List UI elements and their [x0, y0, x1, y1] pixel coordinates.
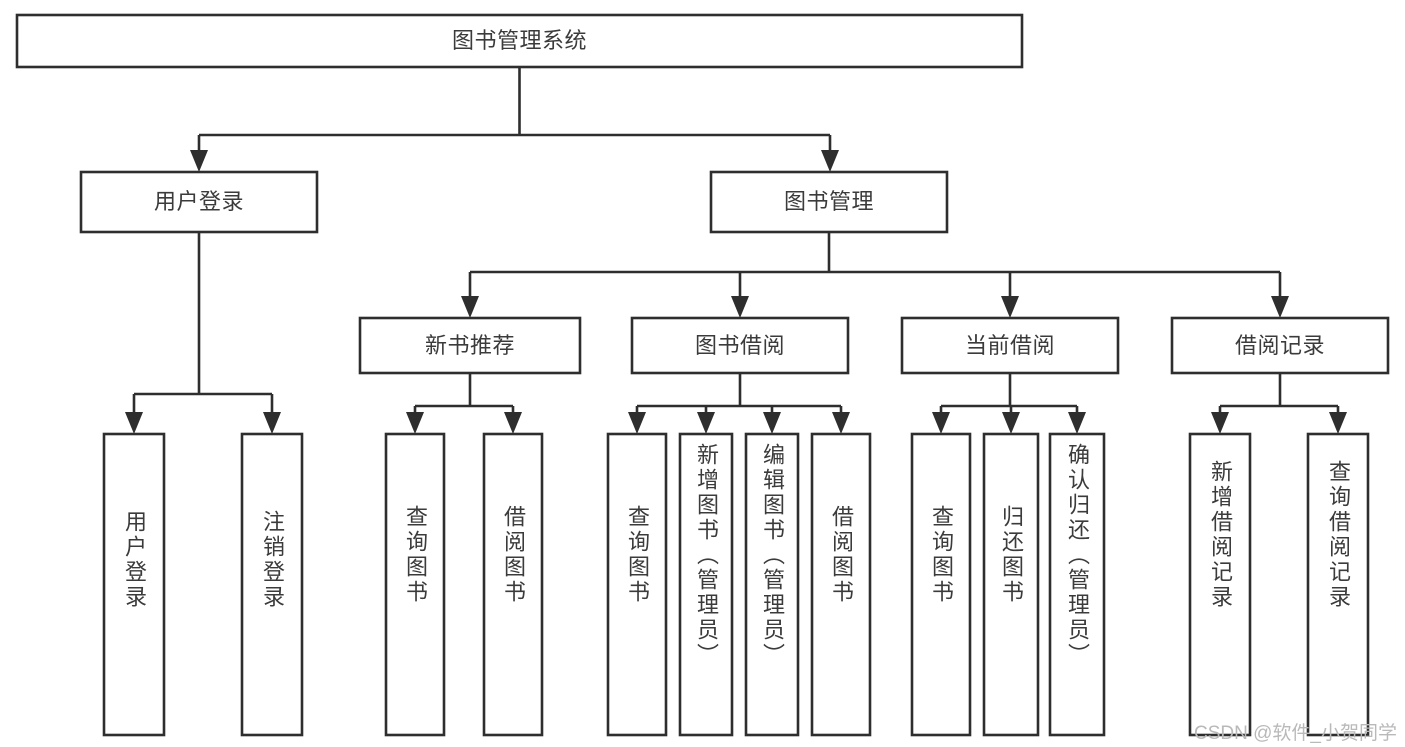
node-book-borrow-box[interactable] — [630, 316, 850, 375]
arrow-to-current-borrow — [1001, 296, 1019, 318]
node-user-login-label: 用户登录 — [154, 189, 244, 214]
connector-bookborrow-bus — [635, 373, 843, 420]
connector-userlogin-bus — [132, 232, 274, 420]
arrow-to-leaf-user-login — [125, 412, 143, 434]
node-book-borrow-label: 图书借阅 — [695, 333, 785, 358]
csdn-watermark: CSDN @软件_小贺同学 — [1194, 723, 1397, 744]
node-root-box[interactable] — [15, 13, 1024, 69]
leaf-borrow-book-1-box[interactable] — [482, 432, 544, 737]
arrow-to-new-book-rec — [461, 296, 479, 318]
node-borrow-record-label: 借阅记录 — [1235, 333, 1325, 358]
arrow-to-leaf-edit-book — [763, 412, 781, 434]
connector-borrowrecord-bus — [1218, 373, 1340, 420]
arrow-to-leaf-add-record — [1211, 412, 1229, 434]
leaf-add-record-box[interactable] — [1188, 432, 1252, 737]
leaf-edit-book-box[interactable] — [744, 432, 800, 737]
arrow-to-borrow-record — [1271, 296, 1289, 318]
leaf-add-book-box[interactable] — [678, 432, 734, 737]
leaf-user-login-box[interactable] — [102, 432, 166, 737]
node-book-manage-box[interactable] — [709, 170, 949, 234]
arrow-to-leaf-return-book — [1002, 412, 1020, 434]
arrow-to-leaf-add-book — [697, 412, 715, 434]
connector-bookmanage-bus — [468, 232, 1282, 304]
arrow-to-leaf-logout — [263, 412, 281, 434]
connector-root-bus — [197, 67, 832, 158]
leaf-query-book-3-box[interactable] — [910, 432, 972, 737]
arrow-to-user-login — [190, 150, 208, 172]
node-user-login-box[interactable] — [79, 170, 319, 234]
arrow-to-leaf-borrow-book-1 — [504, 412, 522, 434]
connector-newbookrec-bus — [413, 373, 515, 420]
arrow-to-book-manage — [821, 150, 839, 172]
arrow-to-leaf-query-book-1 — [406, 412, 424, 434]
node-new-book-rec-label: 新书推荐 — [425, 333, 515, 358]
leaf-query-book-1-box[interactable] — [384, 432, 446, 737]
leaf-query-book-2-box[interactable] — [606, 432, 668, 737]
leaf-query-record-box[interactable] — [1306, 432, 1370, 737]
connector-layer — [125, 67, 1347, 434]
arrow-to-leaf-confirm-return — [1068, 412, 1086, 434]
arrow-to-leaf-query-book-2 — [628, 412, 646, 434]
node-book-manage-label: 图书管理 — [784, 189, 874, 214]
leaf-return-book-box[interactable] — [982, 432, 1040, 737]
leaf-confirm-return-box[interactable] — [1048, 432, 1106, 737]
leaf-logout-box[interactable] — [240, 432, 304, 737]
node-current-borrow-label: 当前借阅 — [965, 333, 1055, 358]
arrow-to-leaf-query-record — [1329, 412, 1347, 434]
node-borrow-record-box[interactable] — [1170, 316, 1390, 375]
node-new-book-rec-box[interactable] — [358, 316, 582, 375]
leaf-borrow-book-2-box[interactable] — [810, 432, 872, 737]
arrow-to-book-borrow — [731, 296, 749, 318]
arrow-to-leaf-query-book-3 — [932, 412, 950, 434]
node-current-borrow-box[interactable] — [900, 316, 1120, 375]
node-layer: 图书管理系统 用户登录 图书管理 新书推荐 图书借阅 当前借阅 借阅记录 — [15, 13, 1390, 737]
arrow-to-leaf-borrow-book-2 — [832, 412, 850, 434]
node-root-label: 图书管理系统 — [452, 28, 587, 53]
